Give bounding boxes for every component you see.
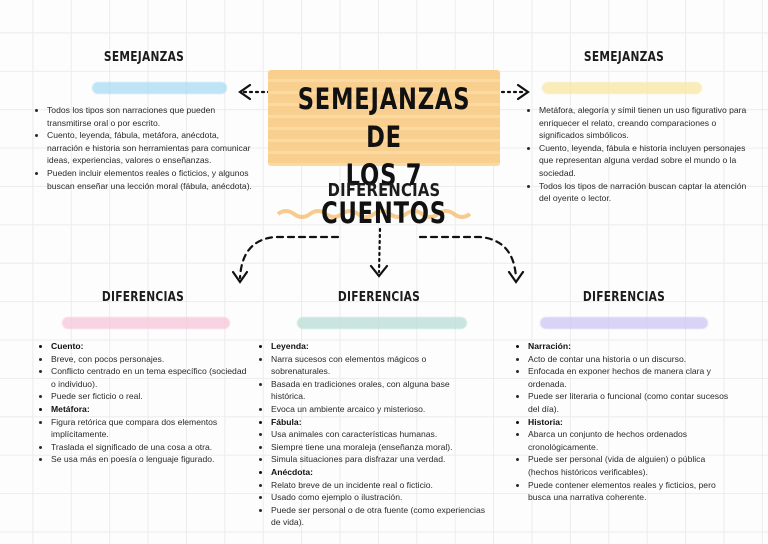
- semejanzas-left-list: Todos los tipos son narraciones que pued…: [33, 104, 257, 192]
- list-item: Todos los tipos de narración buscan capt…: [539, 180, 749, 205]
- diferencias-right-heading: DIFERENCIAS: [582, 290, 666, 305]
- list-item: Anécdota:: [271, 466, 486, 479]
- list-item: Puede ser personal o de otra fuente (com…: [271, 504, 486, 529]
- highlight-yellow: [542, 82, 702, 94]
- title-line-2: LOS 7 CUENTOS: [321, 158, 447, 230]
- list-item: Abarca un conjunto de hechos ordenados c…: [528, 428, 738, 453]
- list-item: Breve, con pocos personajes.: [51, 353, 251, 366]
- list-item: Pueden incluir elementos reales o fictic…: [47, 167, 257, 192]
- highlight-pink: [62, 317, 230, 329]
- center-heading: DIFERENCIAS: [327, 180, 441, 201]
- diferencias-right-list: Narración:Acto de contar una historia o …: [514, 340, 738, 504]
- list-item: Narra sucesos con elementos mágicos o so…: [271, 353, 486, 378]
- list-item: Simula situaciones para disfrazar una ve…: [271, 453, 486, 466]
- list-item: Relato breve de un incidente real o fict…: [271, 479, 486, 492]
- wavy-underline: [276, 209, 472, 219]
- arrow-head-right-icon: [516, 83, 530, 101]
- list-item: Puede ser ficticio o real.: [51, 390, 251, 403]
- list-item: Metáfora:: [51, 403, 251, 416]
- diferencias-center-list: Leyenda:Narra sucesos con elementos mági…: [257, 340, 486, 529]
- list-item: Basada en tradiciones orales, con alguna…: [271, 378, 486, 403]
- list-item: Puede contener elementos reales y fictic…: [528, 479, 738, 504]
- list-item: Enfocada en exponer hechos de manera cla…: [528, 365, 738, 390]
- list-item: Usa animales con características humanas…: [271, 428, 486, 441]
- arrow-head-down-left-icon: [231, 270, 249, 284]
- list-item: Acto de contar una historia o un discurs…: [528, 353, 738, 366]
- semejanzas-right-heading: SEMEJANZAS: [583, 50, 665, 65]
- semejanzas-left-heading: SEMEJANZAS: [103, 50, 185, 65]
- semejanzas-right-list: Metáfora, alegoría y símil tienen un uso…: [525, 104, 749, 205]
- highlight-blue: [92, 82, 227, 94]
- list-item: Metáfora, alegoría y símil tienen un uso…: [539, 104, 749, 142]
- list-item: Cuento, leyenda, fábula e historia inclu…: [539, 142, 749, 180]
- dotted-arrow-center: [377, 227, 382, 274]
- diferencias-center-heading: DIFERENCIAS: [337, 290, 421, 305]
- list-item: Figura retórica que compara dos elemento…: [51, 416, 251, 441]
- list-item: Siempre tiene una moraleja (enseñanza mo…: [271, 441, 486, 454]
- list-item: Cuento:: [51, 340, 251, 353]
- highlight-purple: [540, 317, 708, 329]
- list-item: Todos los tipos son narraciones que pued…: [47, 104, 257, 129]
- list-item: Cuento, leyenda, fábula, metáfora, anécd…: [47, 129, 257, 167]
- arrow-head-down-right-icon: [507, 270, 525, 284]
- list-item: Traslada el significado de una cosa a ot…: [51, 441, 251, 454]
- list-item: Historia:: [528, 416, 738, 429]
- highlight-teal: [297, 317, 467, 329]
- title-line-1: SEMEJANZAS DE: [297, 82, 471, 154]
- arrow-head-left-icon: [238, 83, 252, 101]
- list-item: Conflicto centrado en un tema específico…: [51, 365, 251, 390]
- arrow-head-down-center-icon: [369, 264, 389, 278]
- diferencias-left-list: Cuento:Breve, con pocos personajes.Confl…: [37, 340, 251, 466]
- list-item: Se usa más en poesía o lenguaje figurado…: [51, 453, 251, 466]
- list-item: Narración:: [528, 340, 738, 353]
- list-item: Leyenda:: [271, 340, 486, 353]
- dashed-arrow-right: [418, 235, 518, 280]
- list-item: Puede ser personal (vida de alguien) o p…: [528, 453, 738, 478]
- dashed-arrow-left: [238, 235, 340, 280]
- list-item: Fábula:: [271, 416, 486, 429]
- list-item: Puede ser literaria o funcional (como co…: [528, 390, 738, 415]
- diferencias-left-heading: DIFERENCIAS: [101, 290, 185, 305]
- list-item: Evoca un ambiente arcaico y misterioso.: [271, 403, 486, 416]
- list-item: Usado como ejemplo o ilustración.: [271, 491, 486, 504]
- main-title: SEMEJANZAS DE LOS 7 CUENTOS: [268, 70, 500, 230]
